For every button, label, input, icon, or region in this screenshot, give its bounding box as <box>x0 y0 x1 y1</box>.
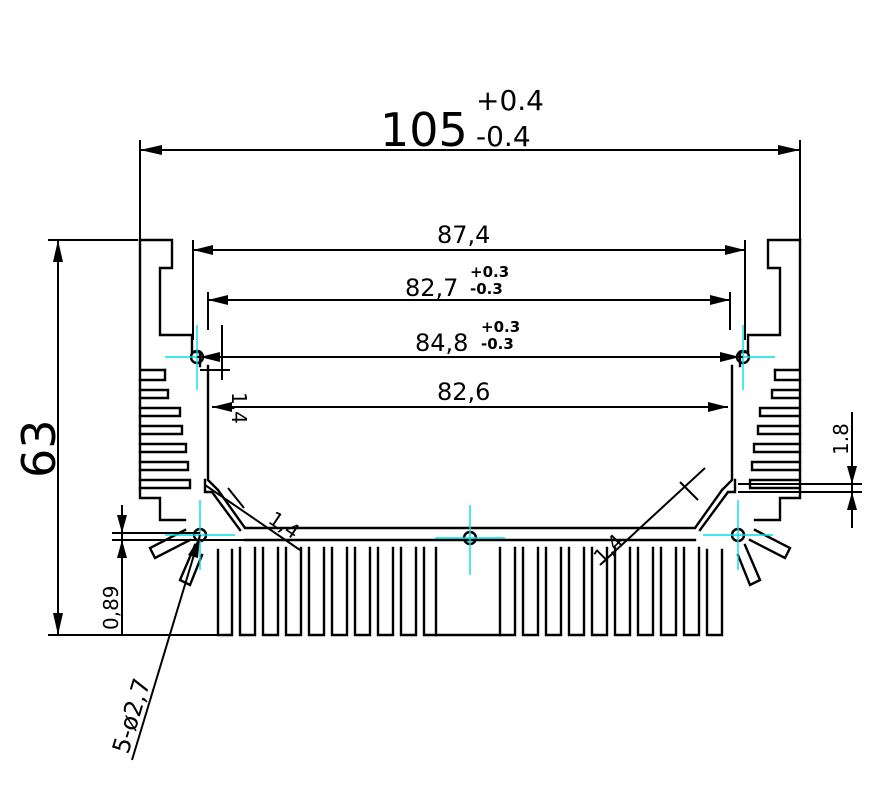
overall-width-tol-minus: -0.4 <box>476 120 531 153</box>
left-side-fins <box>138 368 192 490</box>
profile-outline <box>138 238 802 637</box>
right-top-lip <box>746 238 802 354</box>
right-inner-wall <box>720 350 750 492</box>
dim-wall-thickness-left: 1,4 <box>200 325 251 424</box>
hole-spacing-tol-plus: +0.3 <box>481 318 520 336</box>
centerlines <box>165 325 775 575</box>
left-top-lip <box>138 238 194 354</box>
hole-spacing-value: 84,8 <box>415 329 468 357</box>
dim-base-offset: 0,89 <box>99 505 245 635</box>
fin-thickness-value: 1.8 <box>829 423 853 455</box>
overall-width-tol-plus: +0.4 <box>476 84 544 117</box>
wall-thickness-left-value: 1,4 <box>227 392 251 424</box>
wall-thickness-diag-left-value: 1,4 <box>264 506 304 544</box>
height-value: 63 <box>12 419 66 478</box>
left-inner-wall <box>190 350 220 492</box>
dim-overall-width: 105 +0.4 -0.4 <box>139 84 801 240</box>
hole-spacing-tol-minus: -0.3 <box>481 335 514 353</box>
dim-inner-width-bottom: 82,6 <box>212 378 728 412</box>
slot-width-tol-plus: +0.3 <box>470 263 509 281</box>
overall-width-value: 105 <box>380 103 468 157</box>
base-offset-value: 0,89 <box>99 585 123 630</box>
right-side-fins <box>748 368 802 490</box>
dim-height: 63 <box>12 239 218 636</box>
inner-width-top-value: 87,4 <box>437 221 490 249</box>
dim-wall-thickness-diag-right: 1,4 <box>589 467 706 569</box>
wall-thickness-diag-right-value: 1,4 <box>589 529 628 568</box>
slot-width-value: 82,7 <box>405 274 458 302</box>
bottom-fins <box>216 546 724 637</box>
slot-width-tol-minus: -0.3 <box>470 280 503 298</box>
dim-hole-spacing: 84,8 +0.3 -0.3 <box>197 318 743 362</box>
hole-callout-text: 5-ø2,7 <box>107 675 156 757</box>
dim-fin-thickness: 1.8 <box>738 412 862 528</box>
right-diagonal-web <box>698 478 737 532</box>
dim-inner-width-top: 87,4 <box>192 221 746 340</box>
dim-slot-width: 82,7 +0.3 -0.3 <box>207 263 731 330</box>
inner-width-bottom-value: 82,6 <box>437 378 490 406</box>
